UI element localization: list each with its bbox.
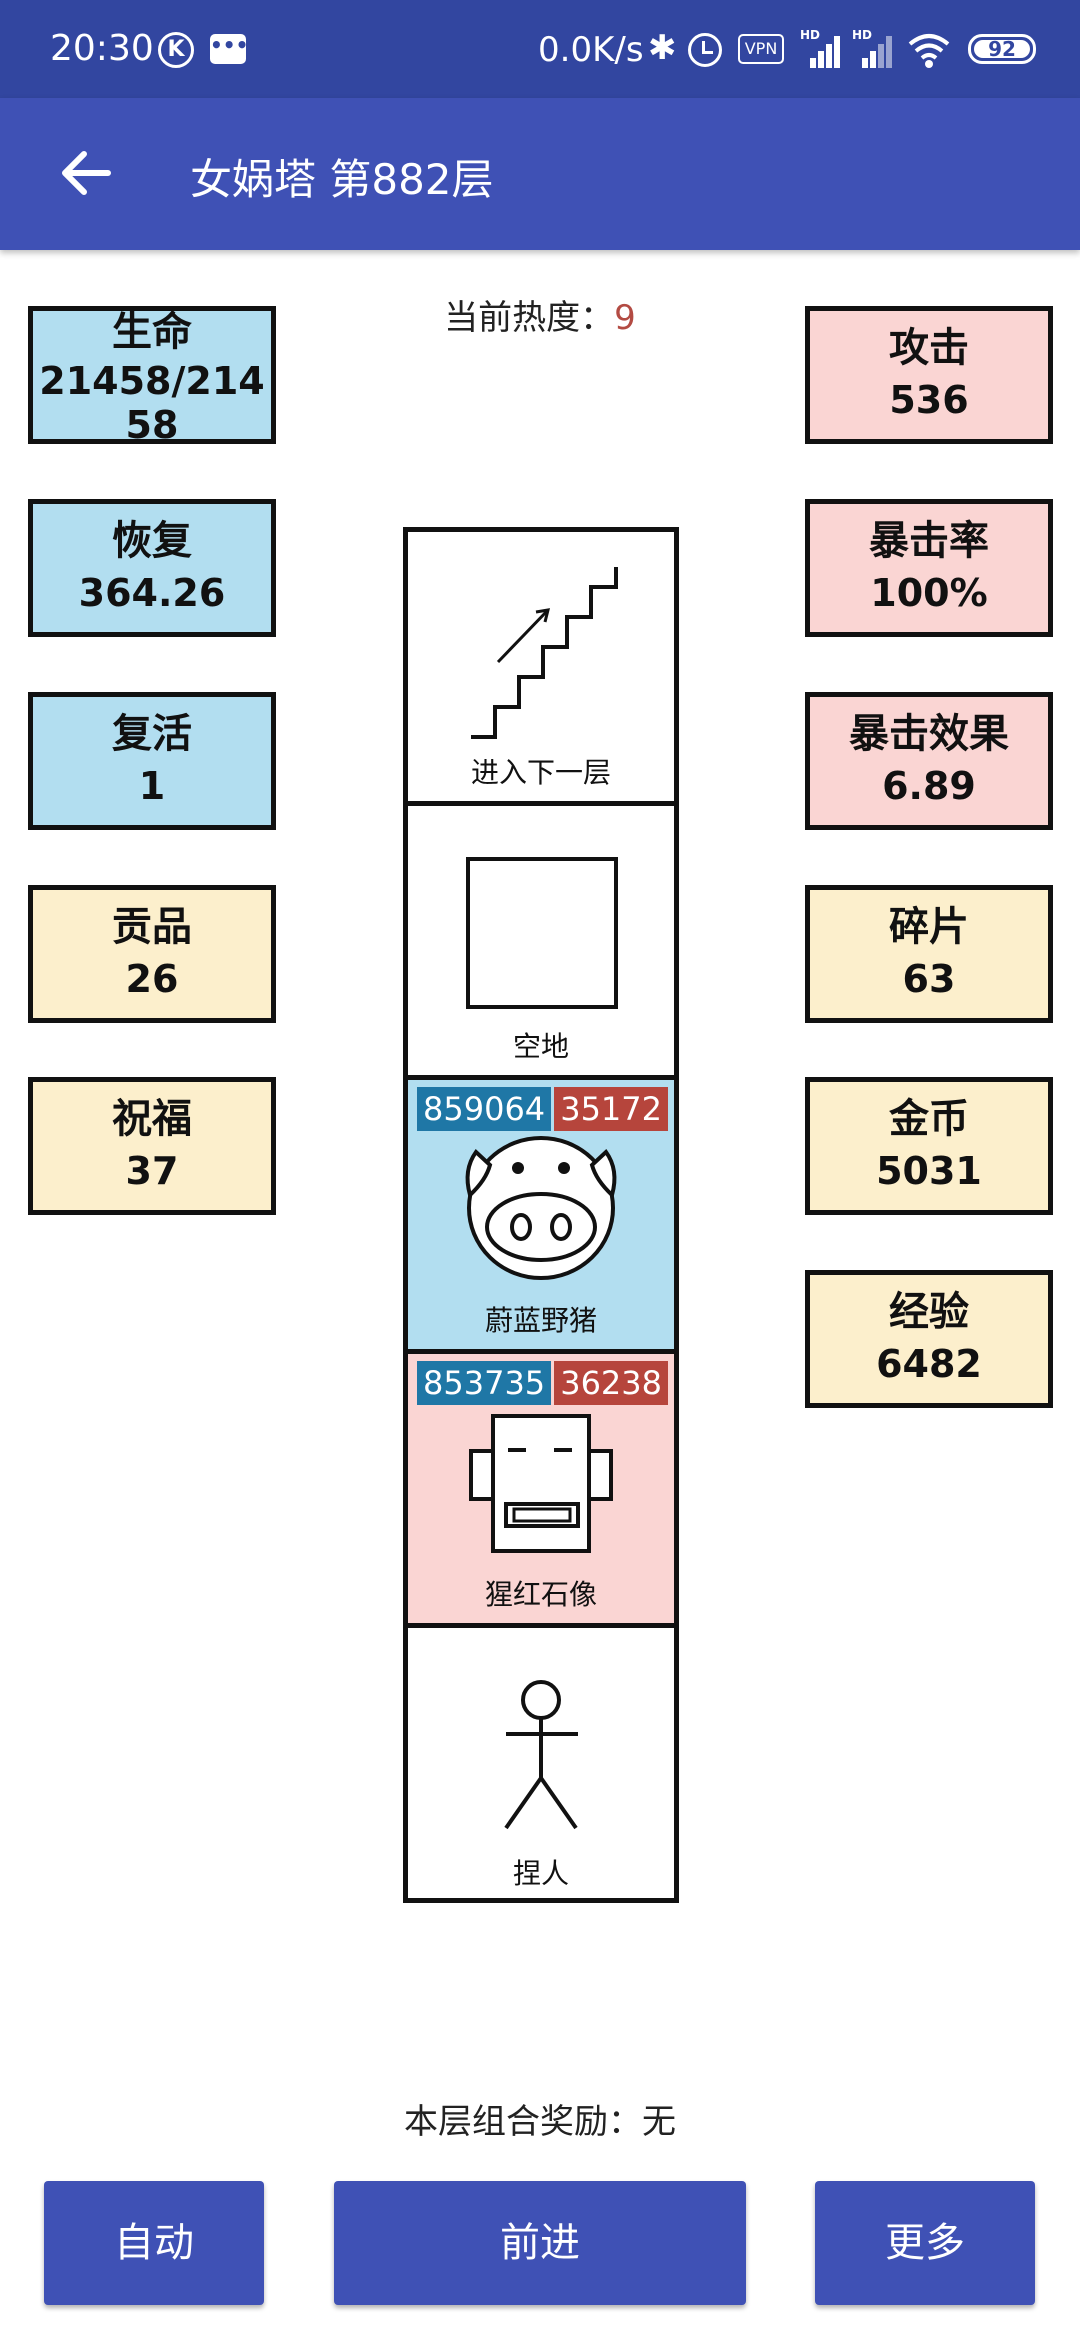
stat-label: 贡品	[112, 904, 192, 950]
tower-column: 进入下一层 空地 859064 35172 蔚蓝野猪	[403, 527, 679, 1903]
pig-icon	[465, 1136, 617, 1280]
stat-value: 26	[125, 957, 179, 1001]
stat-shards: 碎片 63	[805, 885, 1053, 1023]
signal-icon: HD	[800, 28, 844, 68]
stat-crit-rate: 暴击率 100%	[805, 499, 1053, 637]
stat-label: 暴击率	[869, 518, 989, 564]
stat-label: 祝福	[112, 1096, 192, 1142]
stat-hp: 生命 21458/21458	[28, 306, 276, 444]
k-app-icon: K	[158, 32, 194, 68]
enemy-attack-badge: 35172	[554, 1087, 668, 1131]
stat-value: 21458/21458	[39, 359, 265, 444]
stat-label: 碎片	[889, 904, 969, 950]
cell-name: 进入下一层	[470, 756, 611, 789]
statue-icon	[469, 1414, 613, 1553]
heat-indicator: 当前热度：9	[0, 290, 1080, 339]
stat-label: 暴击效果	[849, 711, 1009, 757]
stat-value: 63	[902, 957, 956, 1001]
auto-button[interactable]: 自动	[44, 2181, 264, 2305]
stat-regen: 恢复 364.26	[28, 499, 276, 637]
stat-label: 生命	[112, 309, 192, 355]
stat-label: 复活	[112, 711, 192, 757]
stat-label: 恢复	[112, 518, 192, 564]
vpn-icon: VPN	[738, 34, 784, 64]
stat-value: 536	[889, 378, 969, 422]
stat-label: 金币	[889, 1096, 969, 1142]
stat-label: 经验	[889, 1289, 969, 1335]
stat-crit-effect: 暴击效果 6.89	[805, 692, 1053, 830]
cell-name: 猩红石像	[484, 1578, 597, 1611]
enemy-hp-badge: 859064	[417, 1087, 552, 1131]
back-arrow-icon[interactable]	[56, 144, 114, 202]
stat-tribute: 贡品 26	[28, 885, 276, 1023]
wifi-icon	[908, 34, 950, 68]
cell-name: 蔚蓝野猪	[484, 1304, 597, 1337]
stat-value: 6482	[876, 1342, 982, 1386]
network-speed: 0.0K/s	[538, 30, 644, 70]
stat-exp: 经验 6482	[805, 1270, 1053, 1408]
tower-cell-next-floor[interactable]: 进入下一层	[408, 532, 674, 806]
tower-cell-empty[interactable]: 空地	[408, 806, 674, 1080]
enemy-attack-badge: 36238	[554, 1361, 668, 1405]
alarm-icon	[688, 33, 722, 67]
status-bar: 20:30 K ••• 0.0K/s ✱ VPN HD HD 92	[0, 0, 1080, 98]
forward-button[interactable]: 前进	[334, 2181, 746, 2305]
stat-value: 1	[138, 764, 166, 808]
battery-icon: 92	[968, 34, 1036, 64]
square-icon	[466, 857, 618, 1009]
status-time: 20:30	[50, 28, 154, 69]
tower-cell-player[interactable]: 捏人	[408, 1628, 674, 1902]
stat-label: 攻击	[889, 325, 969, 371]
page-title: 女娲塔 第882层	[190, 155, 494, 204]
stat-value: 6.89	[882, 764, 976, 808]
more-button[interactable]: 更多	[815, 2181, 1035, 2305]
heat-label: 当前热度：	[444, 298, 615, 338]
stat-value: 5031	[876, 1149, 982, 1193]
stick-figure-icon	[504, 1680, 578, 1830]
bluetooth-icon: ✱	[648, 28, 677, 68]
stat-revive: 复活 1	[28, 692, 276, 830]
stat-value: 100%	[870, 571, 988, 615]
enemy-hp-badge: 853735	[417, 1361, 552, 1405]
cell-name: 空地	[512, 1030, 569, 1063]
tower-cell-pig[interactable]: 859064 35172 蔚蓝野猪	[408, 1080, 674, 1354]
stat-blessing: 祝福 37	[28, 1077, 276, 1215]
message-icon: •••	[210, 34, 248, 64]
stat-value: 37	[125, 1149, 179, 1193]
signal-icon-2: HD	[852, 28, 896, 68]
tower-cell-statue[interactable]: 853735 36238 猩红石像	[408, 1354, 674, 1628]
app-bar: 女娲塔 第882层	[0, 98, 1080, 250]
cell-name: 捏人	[512, 1857, 569, 1890]
floor-reward: 本层组合奖励：无	[404, 2102, 676, 2142]
stairs-icon	[471, 567, 618, 739]
stat-gold: 金币 5031	[805, 1077, 1053, 1215]
stat-attack: 攻击 536	[805, 306, 1053, 444]
heat-value: 9	[614, 298, 636, 338]
stat-value: 364.26	[78, 571, 226, 615]
